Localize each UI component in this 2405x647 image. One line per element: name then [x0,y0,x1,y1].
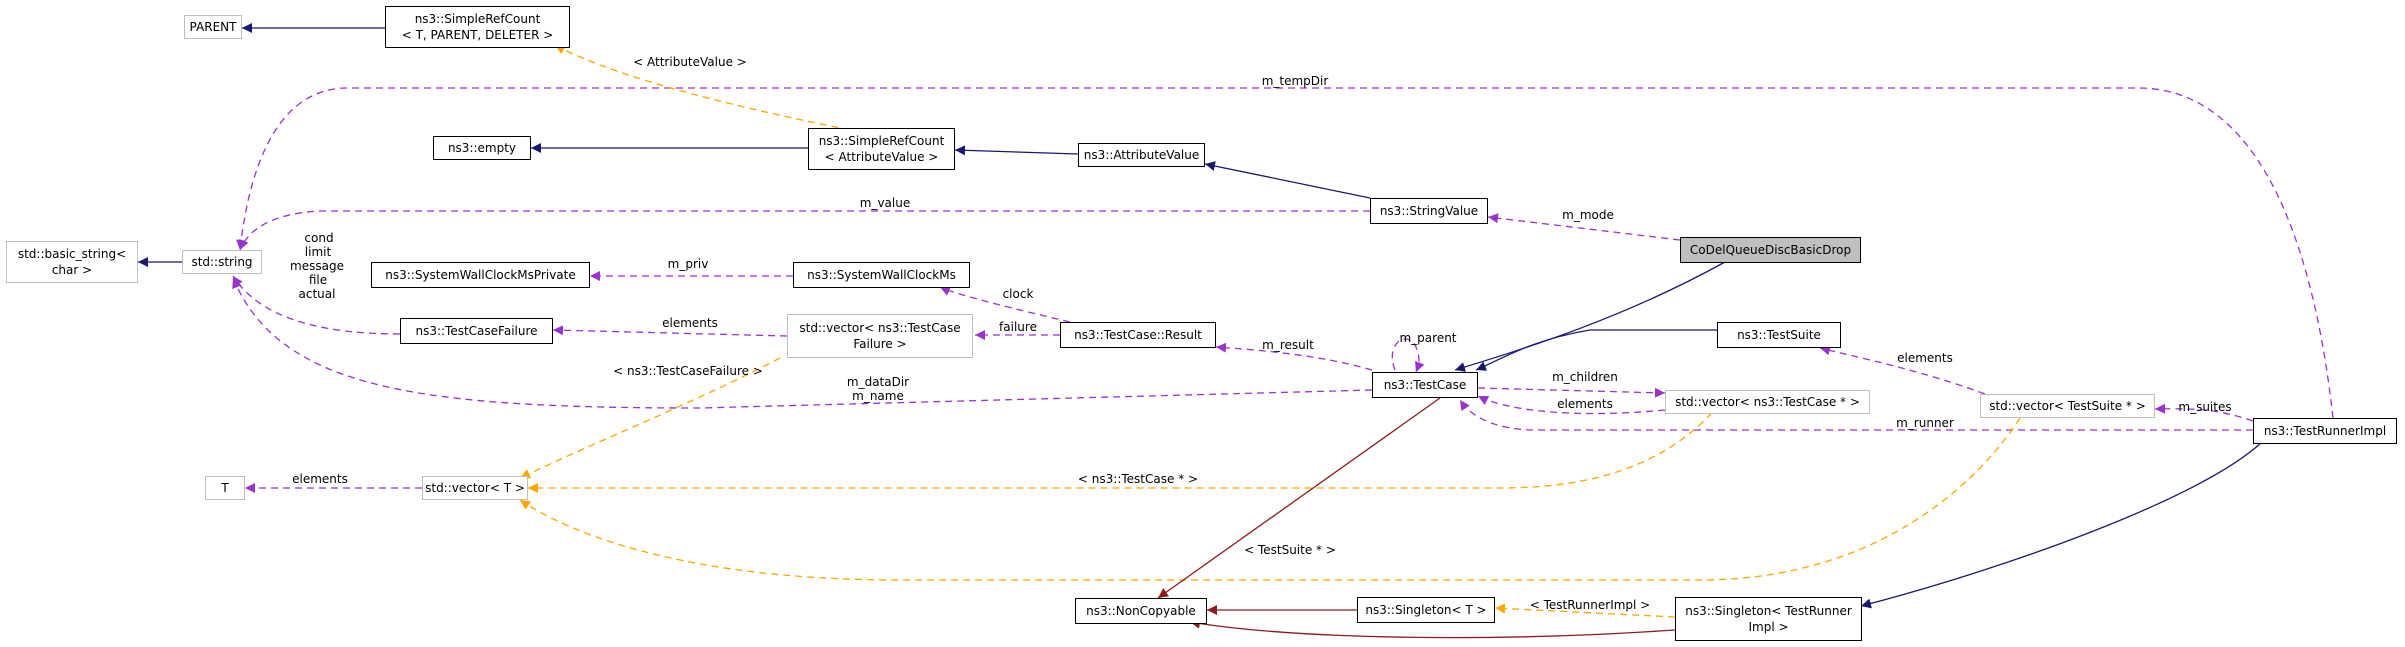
label-elements-t: elements [292,472,348,486]
node-singleton-testrunnerimpl[interactable]: ns3::Singleton< TestRunner Impl > [1675,597,1862,641]
edge-testcase-string-dataDir [232,277,1373,409]
label-m-runner: m_runner [1896,416,1954,430]
edge-testcase-noncopyable [1157,397,1441,599]
label-m-parent: m_parent [1399,331,1457,345]
node-testrunnerimpl[interactable]: ns3::TestRunnerImpl [2253,418,2397,444]
label-testcase-template: < ns3::TestCase * > [1077,472,1199,486]
node-basic-string[interactable]: std::basic_string< char > [6,241,138,283]
edge-codel-stringvalue-mode [1487,213,1681,241]
edge-stringvalue-string-value [239,210,1370,251]
label-cond: cond [304,231,334,245]
edge-vector-tc-vector-t [528,403,1721,493]
node-testsuite[interactable]: ns3::TestSuite [1717,322,1841,348]
label-actual: actual [298,287,336,301]
node-vector-testcasefailure[interactable]: std::vector< ns3::TestCase Failure > [787,314,973,358]
edge-testcase-self-parent [1391,338,1425,373]
node-vector-testcase-ptr[interactable]: std::vector< ns3::TestCase * > [1665,390,1870,414]
label-limit: limit [304,245,332,259]
label-clock: clock [1002,287,1034,301]
node-vector-t[interactable]: std::vector< T > [422,476,528,500]
edge-singleton-tri-singleton-t [1494,603,1676,618]
edge-result-swcm-clock [939,286,1071,323]
label-attributevalue-template: < AttributeValue > [633,55,747,69]
edge-vector-tc-testcase-elements [1477,395,1666,415]
edge-testcase-result [1215,342,1373,371]
edge-testsuite-testcase [1475,329,1717,371]
label-m-mode: m_mode [1562,208,1614,222]
label-m-name: m_name [852,389,904,403]
label-message: message [290,259,344,273]
node-stringvalue[interactable]: ns3::StringValue [1370,198,1488,224]
edge-vector-ts-vector-t [519,417,2021,581]
node-attributevalue[interactable]: ns3::AttributeValue [1078,143,1205,167]
edge-testrunnerimpl-vector-ts [2154,403,2254,422]
node-codel-queue-disc-basic-drop[interactable]: CoDelQueueDiscBasicDrop [1680,237,1861,263]
edge-testcasefailure-string [232,275,401,335]
edge-testrunnerimpl-string-tempdir [236,87,2334,419]
label-m-suites: m_suites [2178,400,2232,414]
label-m-children: m_children [1552,370,1618,384]
label-testsuite-template: < TestSuite * > [1244,543,1336,557]
node-testcasefailure[interactable]: ns3::TestCaseFailure [400,318,553,344]
edge-singleton-tri-testrunnerimpl [1860,441,2263,609]
node-string[interactable]: std::string [182,250,262,274]
label-testrunnerimpl-template: < TestRunnerImpl > [1529,598,1651,612]
edge-stringvalue-attributevalue [1204,161,1371,199]
node-simplerefcount-template[interactable]: ns3::SimpleRefCount < T, PARENT, DELETER… [385,6,570,48]
node-t[interactable]: T [205,476,245,500]
label-file: file [308,273,328,287]
node-singleton-t[interactable]: ns3::Singleton< T > [1357,597,1495,623]
edge-vector-tcf-testcasefailure [552,325,788,337]
edge-testrunnerimpl-testcase-runner [1459,399,2253,431]
label-m-value: m_value [859,196,911,210]
edge-codel-testcase [1454,261,1726,372]
node-vector-testsuite-ptr[interactable]: std::vector< TestSuite * > [1980,394,2155,418]
label-m-datadir: m_dataDir [846,375,910,389]
node-systemwallclockms-private[interactable]: ns3::SystemWallClockMsPrivate [371,262,590,288]
edge-testcase-vector-tc-children [1477,387,1666,398]
label-failure: failure [999,320,1037,334]
edge-singleton-tri-noncopyable [1189,618,1676,639]
label-elements-ts: elements [1897,351,1953,365]
node-empty[interactable]: ns3::empty [433,136,531,160]
node-noncopyable[interactable]: ns3::NonCopyable [1075,598,1207,624]
edge-simplerefcount-attributevalue [954,145,1079,156]
label-m-result: m_result [1262,338,1314,352]
edge-simplerefcount-av-template [554,44,851,131]
node-systemwallclockms[interactable]: ns3::SystemWallClockMs [793,262,970,288]
label-testcasefailure-template: < ns3::TestCaseFailure > [613,364,763,378]
label-m-tempdir: m_tempDir [1261,74,1329,88]
node-testcase-result[interactable]: ns3::TestCase::Result [1060,322,1216,348]
node-parent[interactable]: PARENT [184,15,242,39]
edge-vector-ts-testsuite-elements [1819,345,1986,395]
node-testcase[interactable]: ns3::TestCase [1372,372,1478,398]
label-elements-tcf: elements [662,316,718,330]
label-elements-tc: elements [1557,397,1613,411]
node-simplerefcount-attributevalue[interactable]: ns3::SimpleRefCount < AttributeValue > [808,128,955,170]
label-m-priv: m_priv [667,257,709,271]
